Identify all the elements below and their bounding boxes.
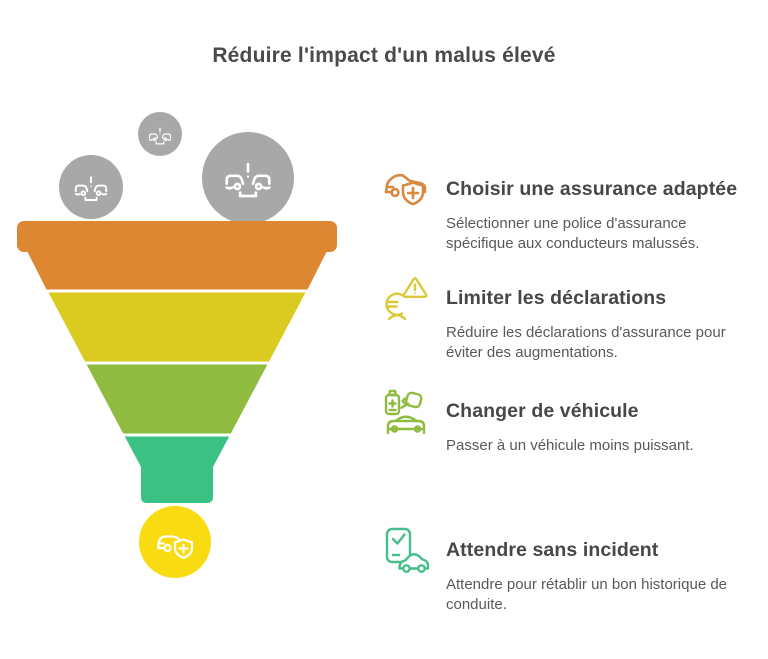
step-choisir-assurance: Choisir une assurance adaptée Sélectionn… — [383, 166, 746, 253]
bubble-medium — [59, 155, 123, 219]
step-changer-vehicule: Changer de véhicule Passer à un véhicule… — [383, 388, 746, 456]
step-title: Limiter les déclarations — [446, 286, 667, 309]
step-title: Choisir une assurance adaptée — [446, 177, 738, 200]
page-title: Réduire l'impact d'un malus élevé — [212, 44, 556, 67]
ev-car-icon — [384, 389, 426, 434]
step-title: Changer de véhicule — [446, 399, 639, 422]
step-description: Passer à un véhicule moins puissant. — [446, 437, 694, 454]
car-shield-icon — [156, 535, 194, 559]
claim-warning-icon — [385, 277, 428, 321]
malus-funnel-graphic — [17, 112, 337, 578]
step-attendre-sans-incident: Attendre sans incident Attendre pour rét… — [383, 527, 746, 614]
step-description: Attendre pour rétablir un bon historique… — [446, 576, 728, 613]
funnel-segment-3 — [86, 364, 268, 434]
step-description: Réduire les déclarations d'assurance pou… — [446, 324, 726, 361]
funnel-segment-1 — [27, 251, 327, 290]
phone-check-car-icon — [385, 527, 429, 573]
step-limiter-declarations: Limiter les déclarations Réduire les déc… — [383, 275, 746, 362]
step-title: Attendre sans incident — [446, 538, 659, 561]
funnel-segment-2 — [48, 292, 306, 362]
car-shield-icon — [384, 173, 427, 206]
funnel-segment-4 — [124, 436, 230, 503]
funnel-segment-1-top — [17, 221, 337, 252]
bubble-large — [202, 132, 294, 224]
step-description: Sélectionner une police d'assurance spéc… — [446, 215, 700, 252]
